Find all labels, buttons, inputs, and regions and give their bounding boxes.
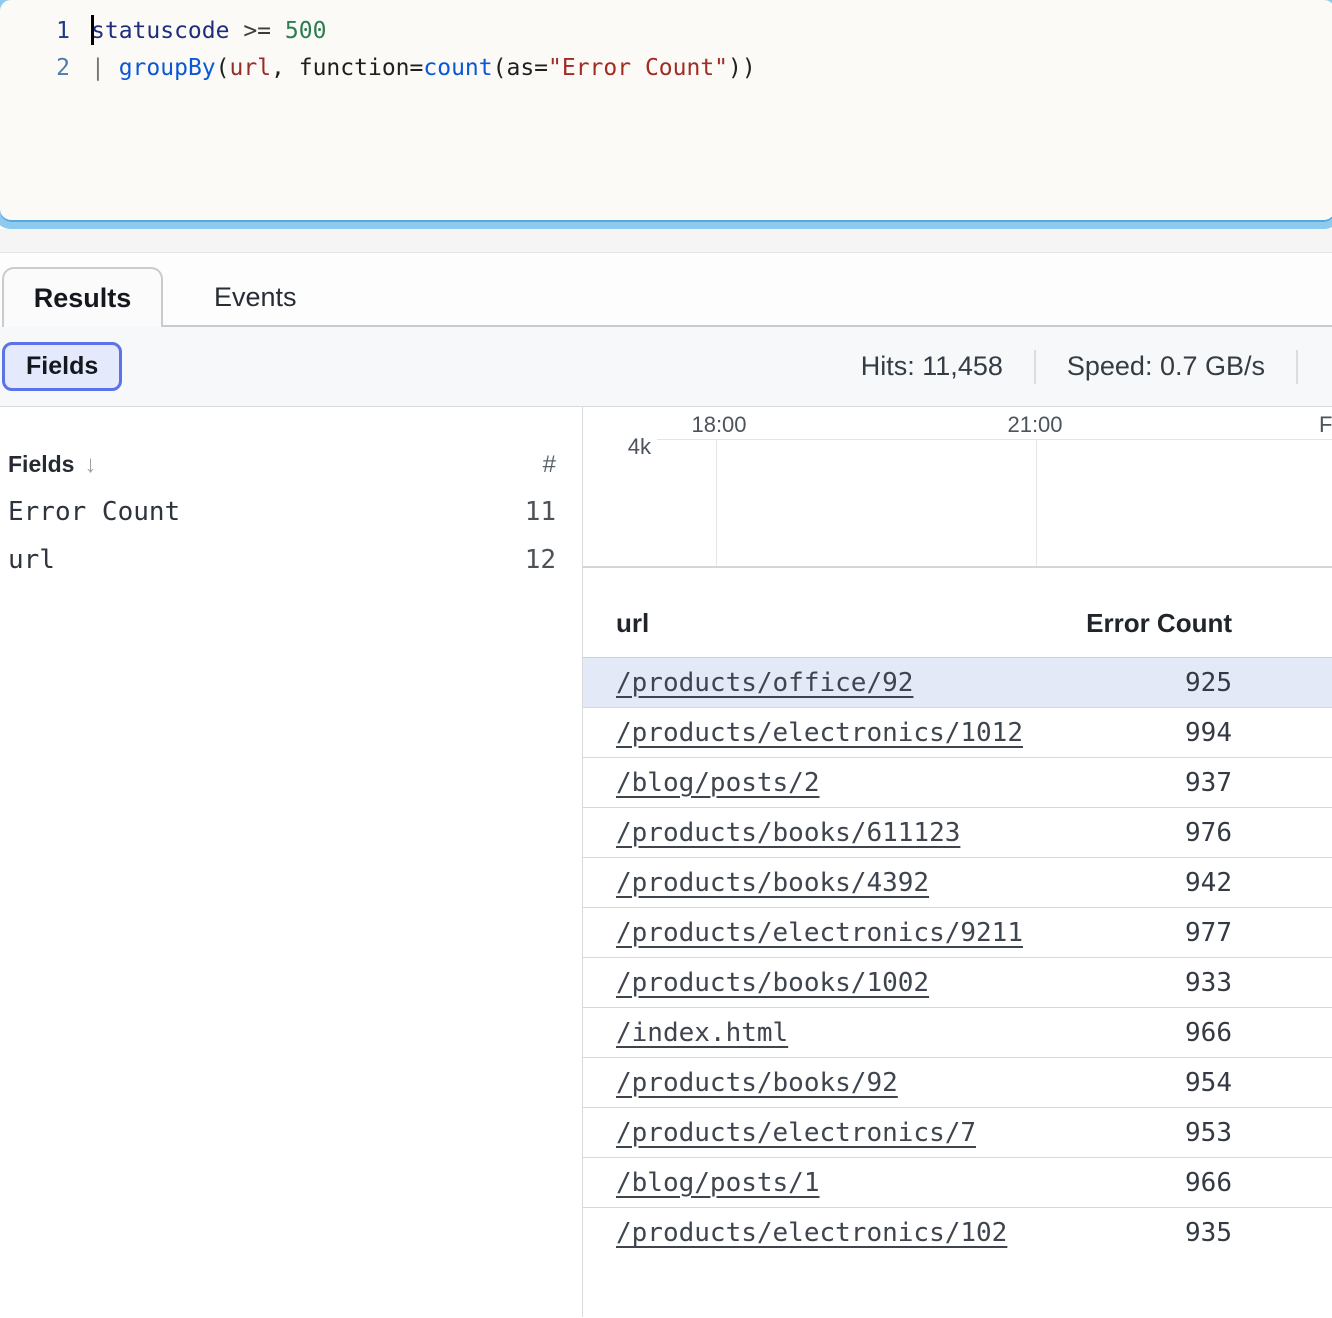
error-count-value: 942 <box>1185 868 1232 898</box>
tab-events[interactable]: Events <box>214 267 297 327</box>
x-axis-tick: 21:00 <box>1007 412 1062 438</box>
editor-line[interactable]: 1 statuscode >= 500 <box>0 13 1332 50</box>
url-link[interactable]: /products/books/4392 <box>616 868 1185 898</box>
table-row[interactable]: /index.html966 <box>583 1008 1332 1058</box>
table-row[interactable]: /products/books/4392942 <box>583 858 1332 908</box>
code-token-argument: url <box>230 55 272 81</box>
line-number: 1 <box>0 13 70 50</box>
table-row[interactable]: /products/books/1002933 <box>583 958 1332 1008</box>
stat-divider <box>1296 350 1298 384</box>
error-count-value: 935 <box>1185 1218 1232 1248</box>
main-content: Fields ↓ # Error Count 11 url 12 4k 18:00 21… <box>0 407 1332 1317</box>
error-count-value: 953 <box>1185 1118 1232 1148</box>
field-list-item[interactable]: url 12 <box>8 536 556 584</box>
url-link[interactable]: /products/books/92 <box>616 1068 1185 1098</box>
line-number: 2 <box>0 50 70 87</box>
code-token-operator: >= <box>229 18 284 44</box>
stat-label: Speed: 0.7 GB/s <box>1067 351 1265 382</box>
table-row[interactable]: /blog/posts/1966 <box>583 1158 1332 1208</box>
tab-bar-divider <box>163 325 1332 327</box>
code-token-number: 500 <box>285 18 327 44</box>
table-row[interactable]: /products/electronics/9211977 <box>583 908 1332 958</box>
results-panel: 4k 18:00 21:00 F url Error Count /products… <box>583 407 1332 1317</box>
url-link[interactable]: /products/electronics/102 <box>616 1218 1185 1248</box>
error-count-value: 966 <box>1185 1018 1232 1048</box>
code-token-field: statuscode <box>91 18 229 44</box>
field-name: Error Count <box>8 488 180 536</box>
text-cursor-caret <box>91 15 94 45</box>
stat-label: Hits: 11,458 <box>861 351 1003 382</box>
y-axis-tick: 4k <box>583 434 651 460</box>
editor-line[interactable]: 2 | groupBy(url, function=count(as="Error… <box>0 50 1332 87</box>
stat-divider <box>1034 350 1036 384</box>
timeline-chart[interactable]: 4k 18:00 21:00 F <box>583 407 1332 568</box>
sort-descending-icon[interactable]: ↓ <box>84 451 96 479</box>
url-link[interactable]: /index.html <box>616 1018 1185 1048</box>
url-link[interactable]: /products/electronics/1012 <box>616 718 1185 748</box>
url-link[interactable]: /products/office/92 <box>616 668 1185 698</box>
table-header: url Error Count <box>583 568 1332 658</box>
gridline-vertical <box>1036 439 1037 568</box>
url-link[interactable]: /blog/posts/1 <box>616 1168 1185 1198</box>
x-axis-tick: F <box>1319 412 1332 438</box>
query-editor-lines[interactable]: 1 statuscode >= 500 2 | groupBy(url, functi… <box>0 0 1332 87</box>
column-header-error-count[interactable]: Error Count <box>1086 608 1232 639</box>
code-token-plain: ( <box>216 55 230 81</box>
error-count-value: 976 <box>1185 818 1232 848</box>
url-link[interactable]: /blog/posts/2 <box>616 768 1185 798</box>
query-stats: Hits: 11,458 Speed: 0.7 GB/s <box>861 350 1298 384</box>
fields-panel-title[interactable]: Fields <box>8 451 74 478</box>
table-row[interactable]: /products/office/92925 <box>583 658 1332 708</box>
url-link[interactable]: /products/books/611123 <box>616 818 1185 848</box>
table-row[interactable]: /products/books/92954 <box>583 1058 1332 1108</box>
field-name: url <box>8 536 55 584</box>
field-count: 12 <box>525 536 556 584</box>
url-link[interactable]: /products/electronics/7 <box>616 1118 1185 1148</box>
tab-results[interactable]: Results <box>2 267 163 327</box>
fields-button[interactable]: Fields <box>2 342 122 391</box>
code-token-plain: , function= <box>271 55 423 81</box>
code-token-function: groupBy <box>119 55 216 81</box>
table-row[interactable]: /products/electronics/7953 <box>583 1108 1332 1158</box>
tab-bar: Results Events <box>0 253 1332 327</box>
column-header-url[interactable]: url <box>616 608 1086 639</box>
error-count-value: 933 <box>1185 968 1232 998</box>
error-count-value: 966 <box>1185 1168 1232 1198</box>
code-token-pipe: | <box>91 55 119 81</box>
fields-panel: Fields ↓ # Error Count 11 url 12 <box>0 407 583 1317</box>
x-axis-tick: 18:00 <box>691 412 746 438</box>
table-row[interactable]: /products/books/611123976 <box>583 808 1332 858</box>
query-editor-box[interactable]: 1 statuscode >= 500 2 | groupBy(url, functi… <box>0 0 1332 229</box>
table-row[interactable]: /products/electronics/102935 <box>583 1208 1332 1258</box>
gridline-horizontal <box>657 439 1332 440</box>
fields-list: Error Count 11 url 12 <box>8 488 556 584</box>
editor-bottom-band <box>0 229 1332 253</box>
error-count-value: 977 <box>1185 918 1232 948</box>
field-count-header[interactable]: # <box>543 451 556 479</box>
code-token-string: "Error Count" <box>548 55 728 81</box>
url-link[interactable]: /products/books/1002 <box>616 968 1185 998</box>
error-count-value: 925 <box>1185 668 1232 698</box>
table-row[interactable]: /products/electronics/1012994 <box>583 708 1332 758</box>
fields-panel-header: Fields ↓ # <box>8 451 556 479</box>
results-table-body: /products/office/92925/products/electron… <box>583 658 1332 1258</box>
table-row[interactable]: /blog/posts/2937 <box>583 758 1332 808</box>
code-token-plain: (as= <box>493 55 548 81</box>
gridline-vertical <box>716 439 717 568</box>
error-count-value: 937 <box>1185 768 1232 798</box>
code-token-function: count <box>423 55 492 81</box>
error-count-value: 994 <box>1185 718 1232 748</box>
field-count: 11 <box>525 488 556 536</box>
field-list-item[interactable]: Error Count 11 <box>8 488 556 536</box>
code-token-plain: )) <box>728 55 756 81</box>
results-toolbar: Fields Hits: 11,458 Speed: 0.7 GB/s <box>0 327 1332 407</box>
query-editor[interactable]: 1 statuscode >= 500 2 | groupBy(url, functi… <box>0 0 1332 229</box>
url-link[interactable]: /products/electronics/9211 <box>616 918 1185 948</box>
error-count-value: 954 <box>1185 1068 1232 1098</box>
